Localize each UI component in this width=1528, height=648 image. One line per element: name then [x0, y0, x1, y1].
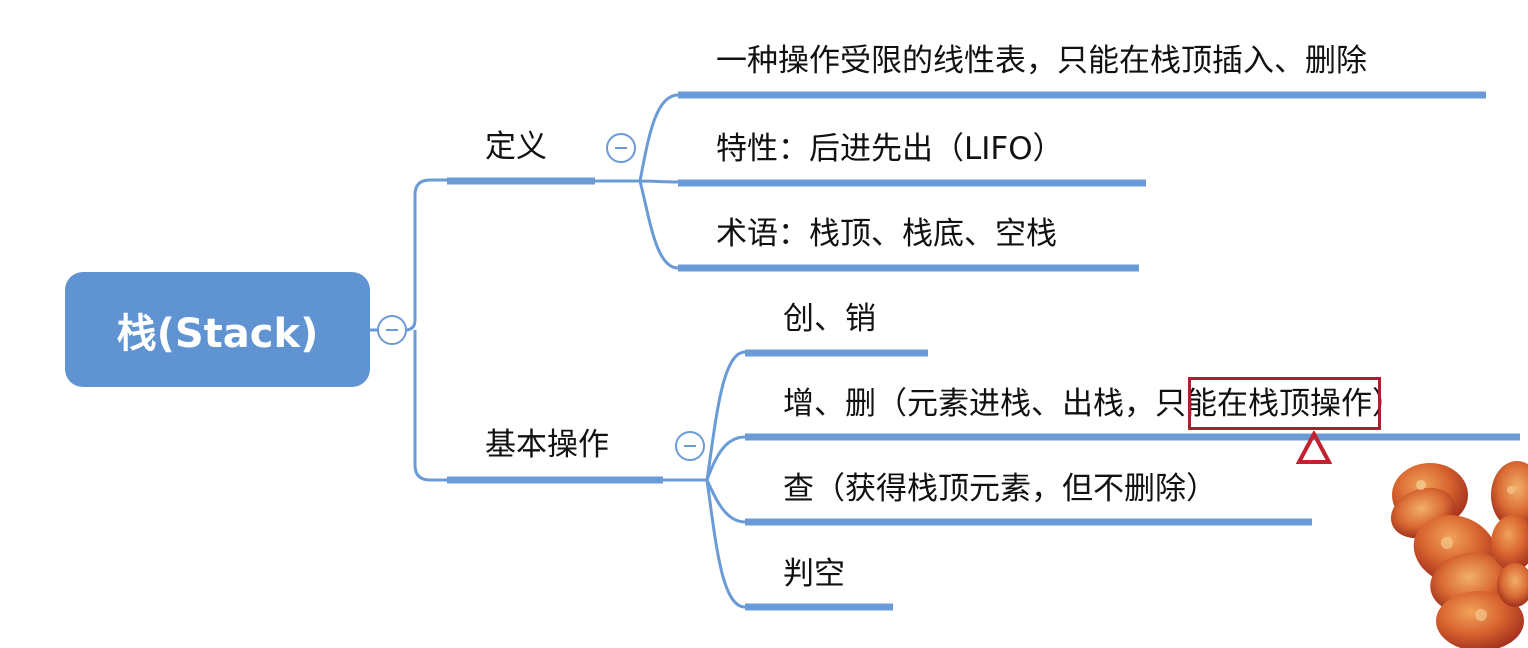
branch-definition[interactable]: 定义 [485, 129, 547, 165]
operation-item[interactable]: 查（获得栈顶元素，但不删除） [783, 471, 1217, 507]
highlight-annotation-box [1188, 377, 1381, 430]
definition-curves [595, 93, 679, 270]
operations-collapse-icon[interactable] [675, 431, 705, 461]
operation-item[interactable]: 创、销 [783, 301, 876, 337]
root-collapse-icon[interactable] [377, 315, 407, 345]
operation-curves [663, 350, 746, 609]
branch-operations[interactable]: 基本操作 [485, 427, 609, 463]
definition-collapse-icon[interactable] [606, 133, 636, 163]
triangle-pointer-icon [1296, 431, 1332, 464]
trunk-connector [392, 178, 447, 482]
root-node[interactable]: 栈(Stack) [65, 272, 370, 387]
definition-item[interactable]: 术语：栈顶、栈底、空栈 [716, 216, 1057, 252]
skewer-food-image [1390, 461, 1528, 648]
definition-item[interactable]: 特性：后进先出（LIFO） [716, 131, 1064, 167]
operation-item[interactable]: 增、删（元素进栈、出栈，只能在栈顶操作） [783, 386, 1403, 422]
definition-item[interactable]: 一种操作受限的线性表，只能在栈顶插入、删除 [716, 43, 1367, 79]
operation-item[interactable]: 判空 [783, 556, 845, 592]
root-label: 栈(Stack) [116, 310, 319, 357]
